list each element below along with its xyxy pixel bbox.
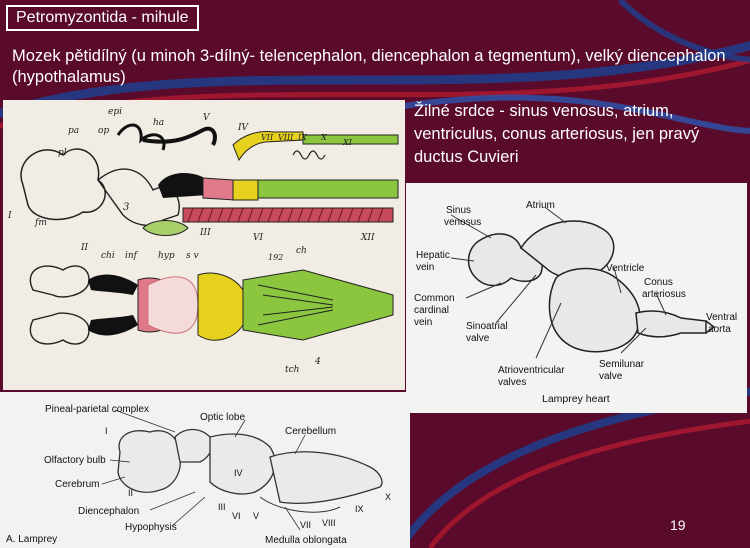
brain-label-fm: fm — [34, 218, 47, 228]
brain-label-192: 192 — [268, 253, 283, 262]
heart-caption: Lamprey heart — [542, 393, 610, 405]
brain-label-hyp: hyp — [158, 251, 175, 261]
lamprey-nerve-VII: VII — [300, 520, 311, 530]
brain-label-pl: pl — [58, 148, 67, 158]
brain-label-3: 3 — [123, 202, 129, 213]
brain-label-IV: IV — [237, 123, 250, 133]
brain-label-V: V — [203, 113, 211, 123]
brain-label-tch: tch — [285, 365, 299, 375]
lamprey-label-cerebellum: Cerebellum — [285, 426, 336, 437]
brain-label-XII: XII — [360, 233, 375, 243]
lamprey-nerve-VIII: VIII — [322, 518, 336, 528]
lamprey-nerve-X: X — [385, 492, 391, 502]
brain-label-I: I — [7, 211, 12, 221]
heart-description: Žilné srdce - sinus venosus, atrium, ven… — [414, 102, 700, 166]
brain-label-VI: VI — [253, 233, 263, 243]
brain-label-VII: VII — [261, 133, 274, 142]
lamprey-label-diencephalon: Diencephalon — [78, 506, 139, 517]
lamprey-label-olfactory: Olfactory bulb — [44, 455, 106, 466]
brain-label-XI: XI — [342, 138, 353, 147]
brain-label-pa: pa — [68, 126, 79, 136]
lamprey-nerve-VI: VI — [232, 511, 241, 521]
brain-description: Mozek pětidílný (u minoh 3-dílný- telenc… — [12, 47, 726, 86]
lamprey-caption: A. Lamprey — [6, 534, 57, 545]
brain-drawing: epi op ha pa pl V IV VII VIII IX X XI I … — [7, 107, 399, 375]
heart-label-ventricle: Ventricle — [606, 263, 645, 274]
brain-label-II: II — [80, 243, 89, 253]
lamprey-nerve-IX: IX — [355, 504, 364, 514]
slide-title: Petromyzontida - mihule — [6, 5, 199, 31]
lamprey-label-hypophysis: Hypophysis — [125, 522, 177, 533]
brain-label-ha: ha — [153, 118, 164, 128]
brain-label-III: III — [199, 228, 211, 238]
brain-label-VIII: VIII — [278, 133, 294, 142]
brain-label-ch: ch — [296, 246, 307, 256]
lamprey-nerve-III: III — [218, 502, 226, 512]
lamprey-brain-drawing: Pineal-parietal complex Optic lobe Cereb… — [6, 404, 391, 546]
lamprey-brain-panel: Pineal-parietal complex Optic lobe Cereb… — [0, 392, 410, 548]
heart-label-atrium: Atrium — [526, 200, 555, 211]
brain-label-inf: inf — [125, 251, 139, 261]
brain-drawing-panel: epi op ha pa pl V IV VII VIII IX X XI I … — [3, 100, 405, 390]
brain-label-chi: chi — [101, 251, 115, 261]
lamprey-label-pineal: Pineal-parietal complex — [45, 404, 149, 415]
brain-label-sv: s v — [186, 251, 199, 261]
brain-label-IX: IX — [297, 133, 307, 142]
lamprey-nerve-IV: IV — [234, 468, 243, 478]
lamprey-label-optic: Optic lobe — [200, 412, 245, 423]
lamprey-label-cerebrum: Cerebrum — [55, 479, 99, 490]
brain-label-4: 4 — [314, 357, 321, 367]
brain-label-X: X — [320, 133, 327, 142]
lamprey-nerve-II: II — [128, 488, 133, 498]
lamprey-nerve-V: V — [253, 511, 259, 521]
page-number: 19 — [670, 517, 686, 533]
lamprey-nerve-I: I — [105, 426, 108, 436]
brain-label-epi: epi — [108, 107, 122, 117]
brain-label-op: op — [98, 126, 109, 136]
lamprey-label-medulla: Medulla oblongata — [265, 535, 347, 546]
